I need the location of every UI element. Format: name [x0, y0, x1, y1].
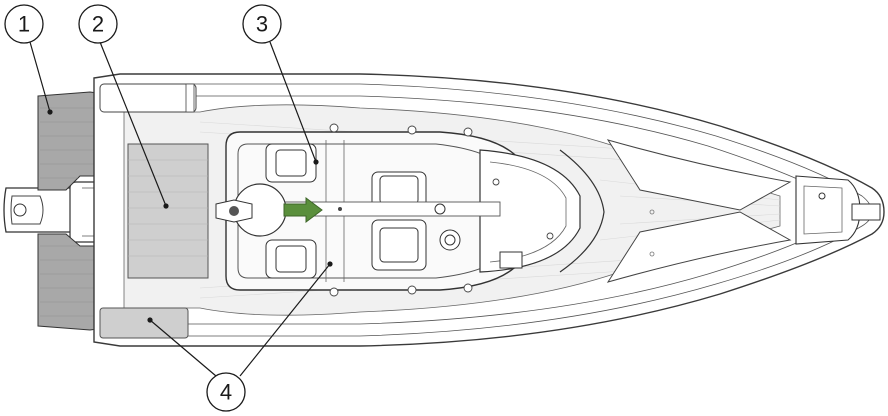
side-deck-mat [99, 307, 189, 339]
arrow-right-icon [283, 197, 323, 223]
callout-4-label: 4 [220, 380, 232, 405]
callout-4: 4 [206, 372, 246, 412]
callout-2-label: 2 [92, 12, 104, 37]
callout-2: 2 [78, 4, 118, 44]
leader-dots [47, 109, 333, 323]
callout-1: 1 [4, 4, 44, 44]
callout-3: 3 [242, 4, 282, 44]
bow-deck [606, 139, 881, 283]
callout-3-label: 3 [256, 12, 268, 37]
cockpit-deck-mat [127, 143, 209, 279]
leader-lines [29, 41, 331, 377]
callout-1-label: 1 [18, 12, 30, 37]
